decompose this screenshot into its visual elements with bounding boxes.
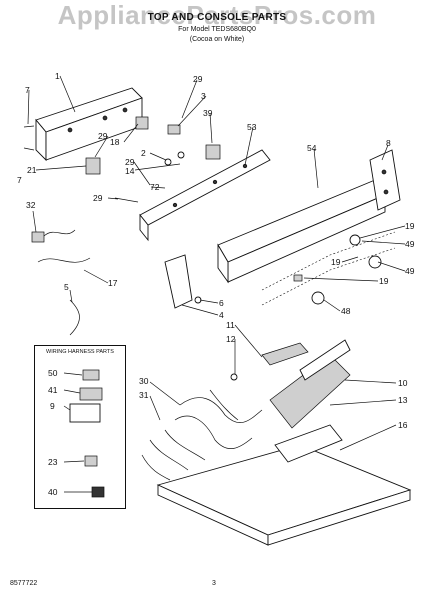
callout-30: 30 (139, 376, 149, 386)
model-line: For Model TEDS680BQ0 (178, 26, 256, 33)
top-panel (156, 444, 412, 546)
callout-50: 50 (48, 368, 58, 378)
callout-19c: 19 (379, 276, 389, 286)
switch-assemblies (23, 116, 221, 203)
callout-2: 2 (141, 148, 146, 158)
console-panel (35, 87, 143, 162)
callout-16: 16 (398, 420, 408, 430)
callout-72: 72 (150, 182, 160, 192)
color-line: (Cocoa on White) (189, 36, 245, 43)
left-end-cap (164, 254, 202, 309)
callout-13: 13 (398, 395, 408, 405)
callout-49a: 49 (405, 239, 415, 249)
callout-23: 23 (48, 457, 58, 467)
callout-17: 17 (108, 278, 118, 288)
callout-29a: 29 (193, 74, 203, 84)
lint-filter (269, 339, 351, 463)
document-number: 8577722 (10, 580, 38, 587)
callout-19a: 19 (405, 221, 415, 231)
callout-5: 5 (64, 282, 69, 292)
page-number: 3 (212, 580, 216, 587)
callout-10: 10 (398, 378, 408, 388)
callout-48: 48 (341, 306, 351, 316)
callout-4: 4 (219, 310, 224, 320)
callout-19b: 19 (331, 257, 341, 267)
callout-14: 14 (125, 166, 135, 176)
callout-40: 40 (48, 487, 58, 497)
callout-31: 31 (139, 390, 149, 400)
callout-8: 8 (386, 138, 391, 148)
leader-lines (27, 75, 406, 493)
callout-18: 18 (110, 137, 120, 147)
callout-6: 6 (219, 298, 224, 308)
callout-7a: 7 (25, 85, 30, 95)
callout-3: 3 (201, 91, 206, 101)
callout-7b: 7 (17, 175, 22, 185)
callout-1: 1 (55, 71, 60, 81)
callout-11: 11 (226, 320, 235, 330)
inset-title: WIRING HARNESS PARTS (46, 349, 114, 355)
callout-9: 9 (50, 401, 55, 411)
callout-54: 54 (307, 143, 317, 153)
callout-49b: 49 (405, 266, 415, 276)
callout-39: 39 (203, 108, 213, 118)
loose-wires (31, 229, 91, 336)
callout-29d: 29 (93, 193, 103, 203)
callout-29b: 29 (98, 131, 108, 141)
wiring-harness-inset: WIRING HARNESS PARTS (34, 345, 126, 509)
console-top (217, 179, 386, 284)
callout-53: 53 (247, 122, 257, 132)
callout-32: 32 (26, 200, 36, 210)
callout-21: 21 (27, 165, 37, 175)
callout-41: 41 (48, 385, 58, 395)
watermark: AppliancePartsPros.com (57, 0, 377, 30)
control-panel-rear (139, 149, 271, 242)
diagram-title: TOP AND CONSOLE PARTS (147, 12, 287, 23)
lint-door (230, 342, 309, 381)
callout-12: 12 (226, 334, 236, 344)
callout-29c: 29 (125, 157, 135, 167)
knobs (261, 231, 396, 306)
harness-part-icons (69, 369, 105, 498)
wiring-harness (141, 389, 263, 481)
